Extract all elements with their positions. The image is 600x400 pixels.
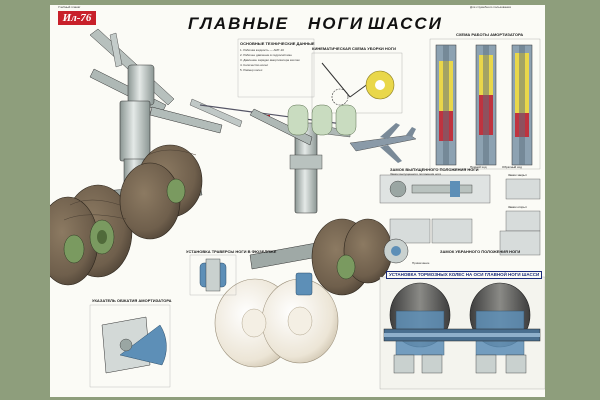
kinematic-scheme	[311, 52, 403, 114]
installation-title: УСТАНОВКА ТОРМОЗНЫХ КОЛЕС НА ОСИ ГЛАВНОЙ…	[386, 271, 543, 279]
indicator-title: УКАЗАТЕЛЬ ОБЖАТИЯ АМОРТИЗАТОРА	[92, 298, 172, 303]
lock-state-closed: Замок закрыт	[508, 173, 527, 177]
spec-line-3: 3. Давление зарядки амортизатора азотом	[240, 58, 300, 62]
lock-title: ЗАМОК ВЫПУЩЕННОГО ПОЛОЖЕНИЯ НОГИ	[390, 167, 479, 172]
stroke-label-reverse: Обратный ход	[502, 165, 522, 169]
lock-subtitle: Замок выпущенного положения ноги	[390, 172, 442, 176]
shock-scheme-title: СХЕМА РАБОТЫ АМОРТИЗАТОРА	[456, 32, 524, 37]
aircraft-silhouette	[349, 123, 417, 163]
header-left-note: Учебный плакат	[58, 5, 81, 9]
note-label: Примечание	[412, 261, 430, 265]
diagram-canvas	[50, 28, 545, 390]
spec-line-4: 4. Количество колес	[240, 63, 269, 67]
title-word-3: ШАССИ	[368, 14, 443, 33]
lock-state-open: Замок открыт	[508, 205, 527, 209]
spec-line-1: 1. Рабочая жидкость — АМГ-10	[240, 48, 284, 52]
compression-indicator	[89, 304, 171, 388]
title-word-2: НОГИ	[308, 14, 365, 33]
stroke-label-forward: Прямой ход	[470, 165, 487, 169]
leg-mount-title: УСТАНОВКА ТРАВЕРСЫ НОГИ В ФЮЗЕЛЯЖЕ	[186, 249, 277, 254]
ring-lock-title: ЗАМОК УБРАННОГО ПОЛОЖЕНИЯ НОГИ	[440, 249, 521, 254]
title-word-1: ГЛАВНЫЕ	[188, 14, 290, 33]
poster-sheet: Ил-76 Учебный плакат Для служебного поль…	[50, 5, 545, 397]
leg-mount-detail	[189, 254, 237, 296]
wheel-set-view	[287, 104, 357, 136]
kinematic-title: КИНЕМАТИЧЕСКАЯ СХЕМА УБОРКИ НОГИ	[312, 46, 397, 51]
wheel-installation-section	[379, 276, 545, 390]
header-right-note: Для служебного пользования	[470, 5, 511, 9]
spec-line-5: 5. Размер колес	[240, 68, 263, 72]
lock-mechanisms	[379, 174, 541, 264]
spec-line-2: 2. Рабочее давление в гидросистеме	[240, 53, 292, 57]
specs-title: ОСНОВНЫЕ ТЕХНИЧЕСКИЕ ДАННЫЕ	[240, 41, 315, 46]
aircraft-badge: Ил-76	[58, 11, 96, 25]
shock-absorber-scheme	[429, 38, 541, 170]
left-landing-gear	[50, 28, 243, 286]
